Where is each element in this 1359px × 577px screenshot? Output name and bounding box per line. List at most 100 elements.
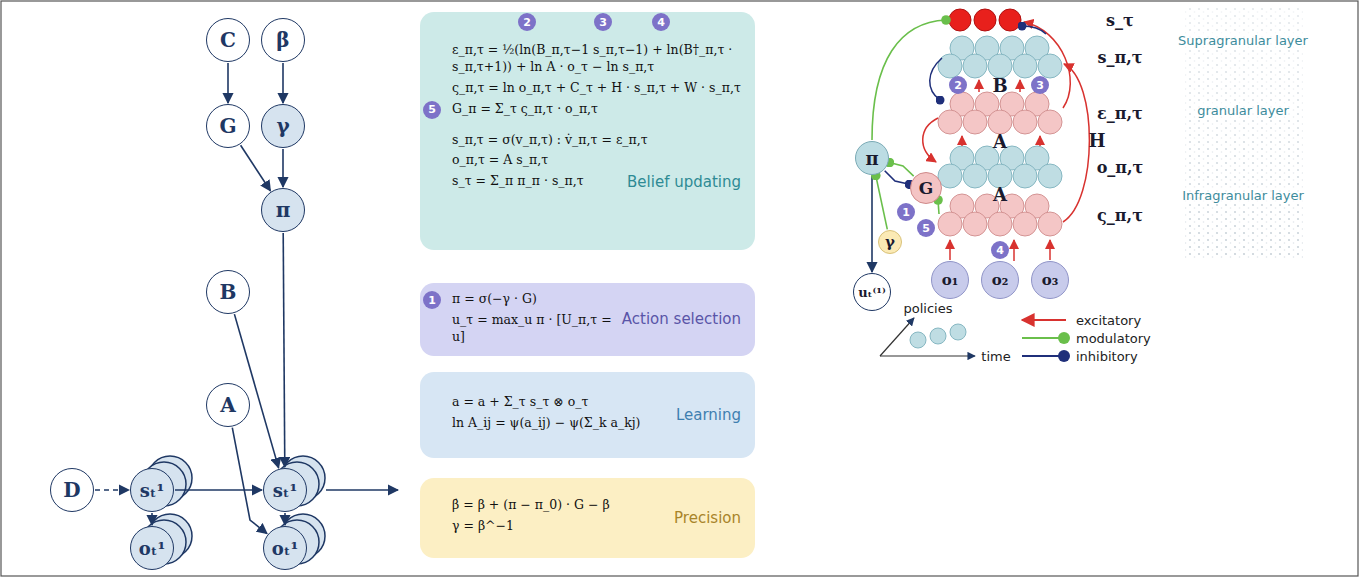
prior-node: β: [261, 18, 305, 62]
callout-number: 4: [991, 241, 1009, 259]
panel-title: Action selection: [622, 310, 741, 328]
node-label: G: [219, 114, 236, 138]
connector: [282, 149, 284, 187]
connector: [889, 163, 913, 177]
callout-number: 1: [423, 291, 441, 309]
equation: ln A_ij = ψ(a_ij) − ψ(Σ_k a_kj): [452, 415, 668, 432]
node-label: o₁: [942, 271, 959, 289]
equation: γ = β^−1: [452, 518, 666, 535]
equation-panel: π = σ(−γ · G) u_τ = max_u π · [U_π,τ = u]…: [420, 283, 755, 356]
connector: [283, 233, 285, 467]
equation-list: π = σ(−γ · G) u_τ = max_u π · [U_π,τ = u]: [452, 291, 614, 350]
equation: ς_π,τ = ln o_π,τ + C_τ + H · s_π,τ + W ·…: [452, 80, 747, 97]
panel-title: Precision: [674, 509, 741, 527]
connection-label: H: [1088, 130, 1105, 151]
equation-list: ε_π,τ = ½(ln(B_π,τ−1 s_π,τ−1) + ln(B†_π,…: [452, 42, 747, 194]
connector: [876, 176, 888, 230]
equation: π = σ(−γ · G): [452, 291, 614, 308]
initial-state-node: D: [50, 468, 94, 512]
transition-node: B: [206, 270, 250, 314]
state-node: sₜ¹: [263, 468, 307, 512]
connector: [282, 63, 284, 103]
outcome-unit: o₃: [1031, 261, 1069, 299]
callout-number: 2: [518, 13, 536, 31]
modulatory-pathways: [872, 20, 946, 214]
neuron-populations: [938, 9, 1062, 236]
outcome-unit: o₂: [981, 261, 1019, 299]
connector: [871, 176, 873, 272]
population-label: s_τ: [1106, 11, 1134, 30]
connector: [885, 171, 910, 185]
action-unit: uₜ⁽¹⁾: [853, 273, 891, 311]
prior-node: C: [206, 18, 250, 62]
outcome-node: oₜ¹: [263, 526, 307, 570]
policy-unit: π: [855, 141, 889, 175]
equation-panel: ε_π,τ = ½(ln(B_π,τ−1 s_π,τ−1) + ln(B†_π,…: [420, 12, 755, 250]
legend-text: excitatory: [1076, 313, 1141, 328]
equation: u_τ = max_u π · [U_π,τ = u]: [452, 312, 614, 346]
node-label: π: [276, 198, 291, 222]
connection-label: A: [993, 131, 1007, 152]
equation: s_π,τ = σ(v_π,τ) : v̇_π,τ = ε_π,τ: [452, 132, 747, 149]
equation: o_π,τ = A s_π,τ: [452, 152, 747, 169]
connector: [232, 428, 267, 534]
connector: [151, 513, 153, 525]
connection-label: A: [993, 184, 1007, 205]
layer-label: granular layer: [1195, 103, 1291, 118]
legend-text: modulatory: [1076, 331, 1151, 346]
axis-label: time: [981, 349, 1010, 364]
node-label: oₜ¹: [272, 538, 299, 559]
node-label: o₂: [992, 271, 1009, 289]
node-label: D: [63, 478, 80, 502]
free-energy-node: G: [206, 104, 250, 148]
node-label: oₜ¹: [139, 538, 166, 559]
node-label: β: [276, 28, 289, 52]
connection-label: B: [992, 75, 1007, 96]
callout-number: 5: [917, 219, 935, 237]
callout-number: 4: [652, 13, 670, 31]
callout-number: 3: [1031, 76, 1049, 94]
node-label: o₃: [1042, 271, 1059, 289]
callout-number: 2: [949, 76, 967, 94]
excitatory-pathways: [923, 22, 1090, 261]
callout-number: 1: [897, 203, 915, 221]
node-label: π: [865, 148, 878, 169]
node-label: sₜ¹: [140, 480, 165, 501]
panel-title: Belief updating: [627, 173, 741, 191]
population-label: ς_π,τ: [1097, 206, 1143, 225]
outcome-node: oₜ¹: [130, 526, 174, 570]
equation-list: β̇ = β + (π − π_0) · G − β γ = β^−1: [452, 497, 666, 539]
connector: [95, 489, 129, 491]
layer-label: Supragranular layer: [1176, 33, 1310, 48]
precision-node: γ: [261, 104, 305, 148]
inhibitory-pathways: [930, 26, 1046, 100]
node-label: γ: [885, 233, 895, 251]
connector: [227, 63, 229, 103]
free-energy-unit: G: [910, 172, 942, 204]
callout-number: 3: [594, 13, 612, 31]
state-node: sₜ¹: [130, 468, 174, 512]
legend-policy-units: [910, 324, 966, 348]
node-label: G: [919, 178, 934, 198]
population-label: o_π,τ: [1097, 158, 1144, 177]
equation-list: a = a + Σ_τ s_τ ⊗ o_τln A_ij = ψ(a_ij) −…: [452, 394, 668, 436]
equation-panel: β̇ = β + (π − π_0) · G − β γ = β^−1 Precis…: [420, 478, 755, 558]
outcome-unit: o₁: [931, 261, 969, 299]
population-label: s_π,τ: [1097, 48, 1142, 67]
node-label: sₜ¹: [273, 480, 298, 501]
legend-text: inhibitory: [1076, 349, 1138, 364]
layer-label: Infragranular layer: [1180, 188, 1306, 203]
node-label: uₜ⁽¹⁾: [858, 285, 886, 300]
continuation-arrow: [326, 489, 398, 491]
equation: ε_π,τ = ½(ln(B_π,τ−1 s_π,τ−1) + ln(B†_π,…: [452, 42, 747, 76]
equation-panel: a = a + Σ_τ s_τ ⊗ o_τln A_ij = ψ(a_ij) −…: [420, 372, 755, 458]
node-label: A: [220, 393, 236, 417]
connector: [241, 145, 271, 191]
connector: [284, 513, 286, 525]
equation: β̇ = β + (π − π_0) · G − β: [452, 497, 666, 514]
population-label: ε_π,τ: [1097, 104, 1143, 123]
equation: a = a + Σ_τ s_τ ⊗ o_τ: [452, 394, 668, 411]
node-label: C: [220, 28, 236, 52]
policy-node: π: [261, 188, 305, 232]
